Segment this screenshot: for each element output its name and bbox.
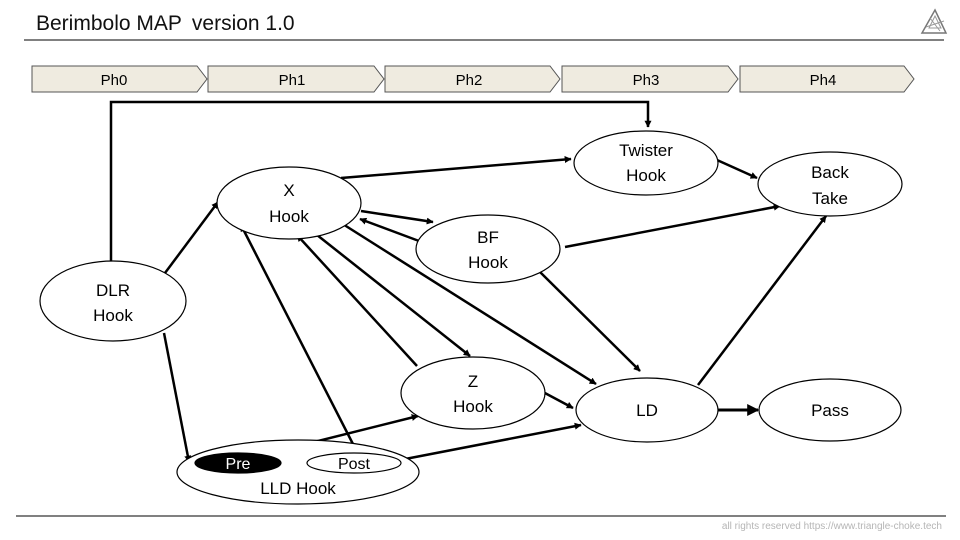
edge-bf-x: [359, 217, 420, 243]
node-lld-hook: LLD Hook: [176, 439, 420, 505]
edge-x-bf: [360, 209, 434, 225]
edge-bf-back: [564, 203, 781, 249]
node-label: LLD Hook: [260, 479, 336, 498]
phase-bar: Ph0 Ph1 Ph2 Ph3 Ph4: [31, 65, 915, 93]
edge-post-x: [239, 224, 357, 449]
node-pass: Pass: [758, 378, 902, 442]
node-label: LD: [636, 401, 658, 420]
node-label: Post: [338, 456, 371, 473]
node-label: Hook: [269, 207, 309, 226]
phase-label: Ph1: [279, 72, 306, 89]
edge-x-z: [311, 230, 471, 357]
node-label: Back: [811, 163, 849, 182]
title-text: Berimbolo MAP: [36, 12, 182, 35]
phase-label: Ph4: [810, 72, 837, 89]
phase-label: Ph2: [456, 72, 483, 89]
edge-x-twister: [340, 156, 572, 180]
page-title: Berimbolo MAP version 1.0: [36, 12, 295, 36]
node-label: Hook: [468, 253, 508, 272]
edge-post-ld: [399, 422, 582, 462]
edges: [109, 100, 827, 467]
node-z-hook: Z Hook: [400, 356, 546, 430]
node-pre: Pre: [194, 452, 282, 474]
node-post: Post: [306, 452, 402, 474]
edge-bf-ld: [539, 271, 641, 372]
triangle-choke-logo-icon: [920, 8, 948, 34]
node-bf-hook: BF Hook: [415, 214, 561, 284]
node-twister-hook: Twister Hook: [573, 130, 719, 196]
node-back-take: Back Take: [757, 151, 903, 217]
footer-copyright: all rights reserved https://www.triangle…: [721, 521, 942, 532]
node-dlr-hook: DLR Hook: [39, 260, 187, 342]
node-label: Pre: [226, 456, 251, 473]
node-label: Pass: [811, 401, 849, 420]
node-label: Twister: [619, 141, 673, 160]
edge-dlr-twister: [109, 100, 652, 262]
node-label: BF: [477, 228, 499, 247]
version-text: version 1.0: [191, 12, 295, 35]
node-x-hook: X Hook: [216, 166, 362, 240]
phase-ph2: Ph2: [384, 65, 561, 93]
node-label: Z: [468, 372, 478, 391]
phase-ph0: Ph0: [31, 65, 208, 93]
nodes: DLR Hook X Hook Twister Hook Back Take B…: [39, 130, 903, 505]
node-label: Hook: [453, 397, 493, 416]
phase-ph4: Ph4: [739, 65, 915, 93]
edge-dlr-lld: [162, 332, 192, 463]
node-label: Hook: [93, 306, 133, 325]
node-label: DLR: [96, 281, 130, 300]
node-label: X: [283, 181, 294, 200]
edge-x-ld: [337, 219, 597, 386]
phase-label: Ph3: [633, 72, 660, 89]
node-label: Take: [812, 189, 848, 208]
edge-z-x: [296, 234, 418, 367]
node-label: Hook: [626, 166, 666, 185]
edge-dlr-x: [160, 201, 220, 278]
phase-label: Ph0: [101, 72, 128, 89]
edge-z-ld: [542, 390, 574, 410]
phase-ph3: Ph3: [561, 65, 739, 93]
edge-ld-back: [697, 215, 827, 386]
phase-ph1: Ph1: [207, 65, 385, 93]
edge-twister-back: [716, 158, 758, 180]
node-ld: LD: [575, 377, 719, 443]
